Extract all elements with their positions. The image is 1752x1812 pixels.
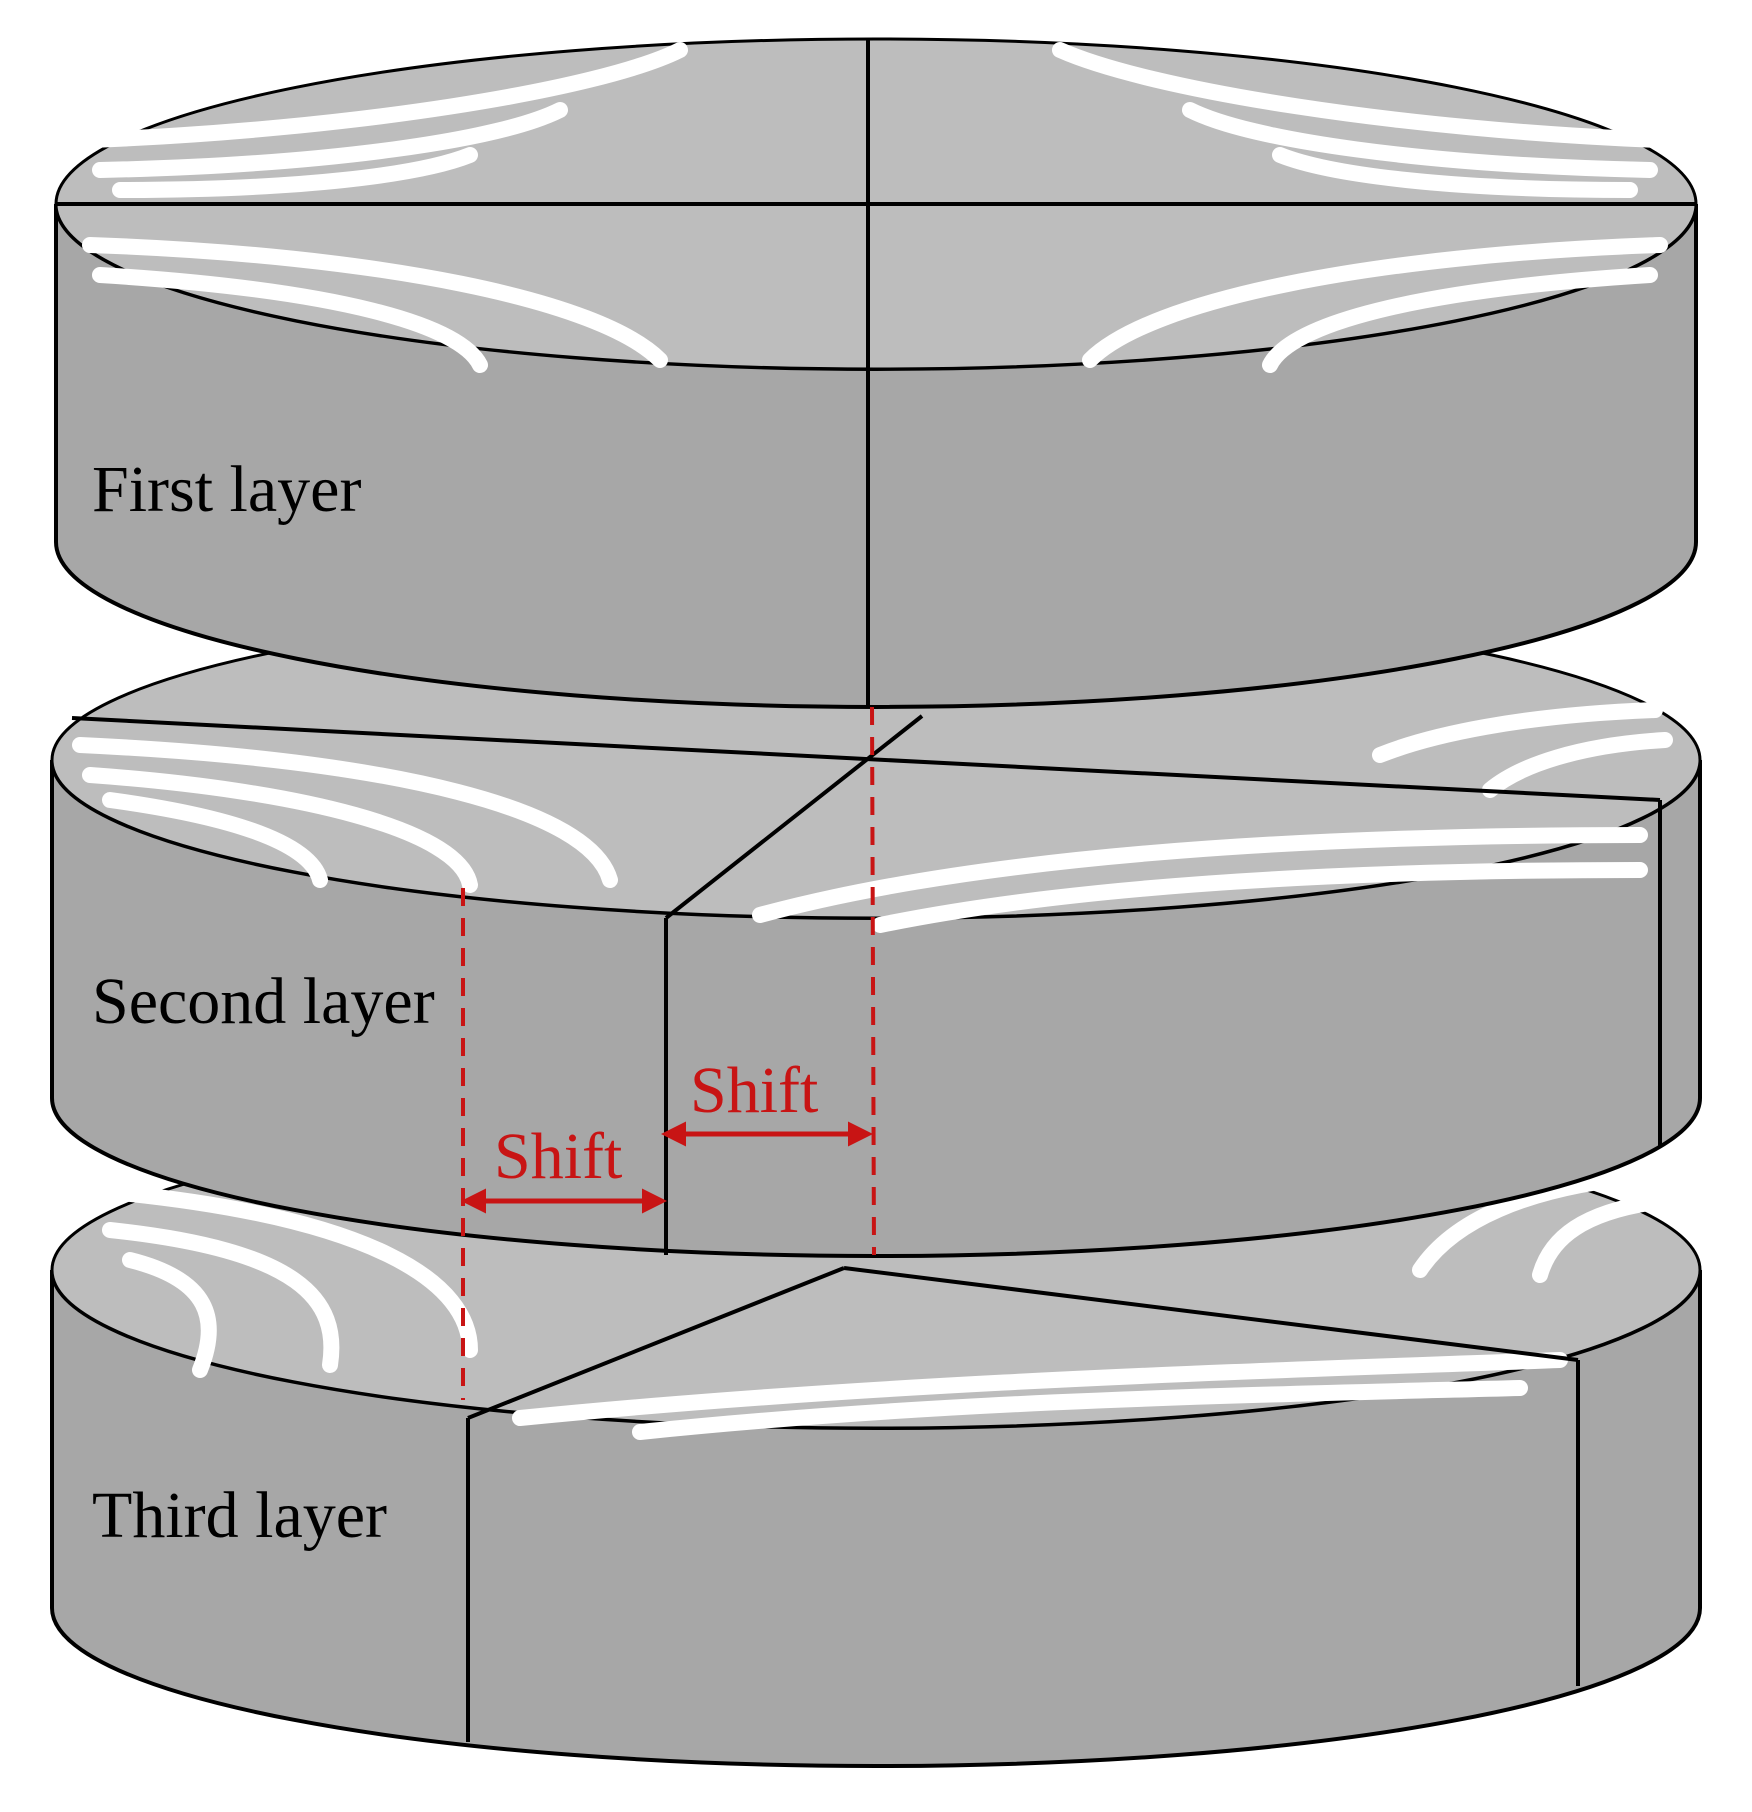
second-layer-seam-top-b bbox=[664, 714, 924, 920]
first-layer-grain bbox=[82, 42, 1668, 373]
third-layer-seam-top-b bbox=[843, 1266, 1579, 1362]
shift-reference-line-right bbox=[870, 706, 876, 1256]
layer-label-first: First layer bbox=[92, 453, 361, 526]
third-layer-seam-top-a bbox=[467, 1266, 845, 1420]
layer-label-second: Second layer bbox=[92, 965, 435, 1038]
shift-markers bbox=[461, 706, 876, 1400]
layer-label-third: Third layer bbox=[92, 1479, 387, 1552]
shift-label-upper: Shift bbox=[690, 1054, 818, 1127]
first-layer-disc bbox=[54, 37, 1698, 709]
second-layer-grain bbox=[72, 702, 1673, 933]
shift-label-lower: Shift bbox=[494, 1120, 622, 1193]
third-layer-grain bbox=[82, 1167, 1678, 1440]
